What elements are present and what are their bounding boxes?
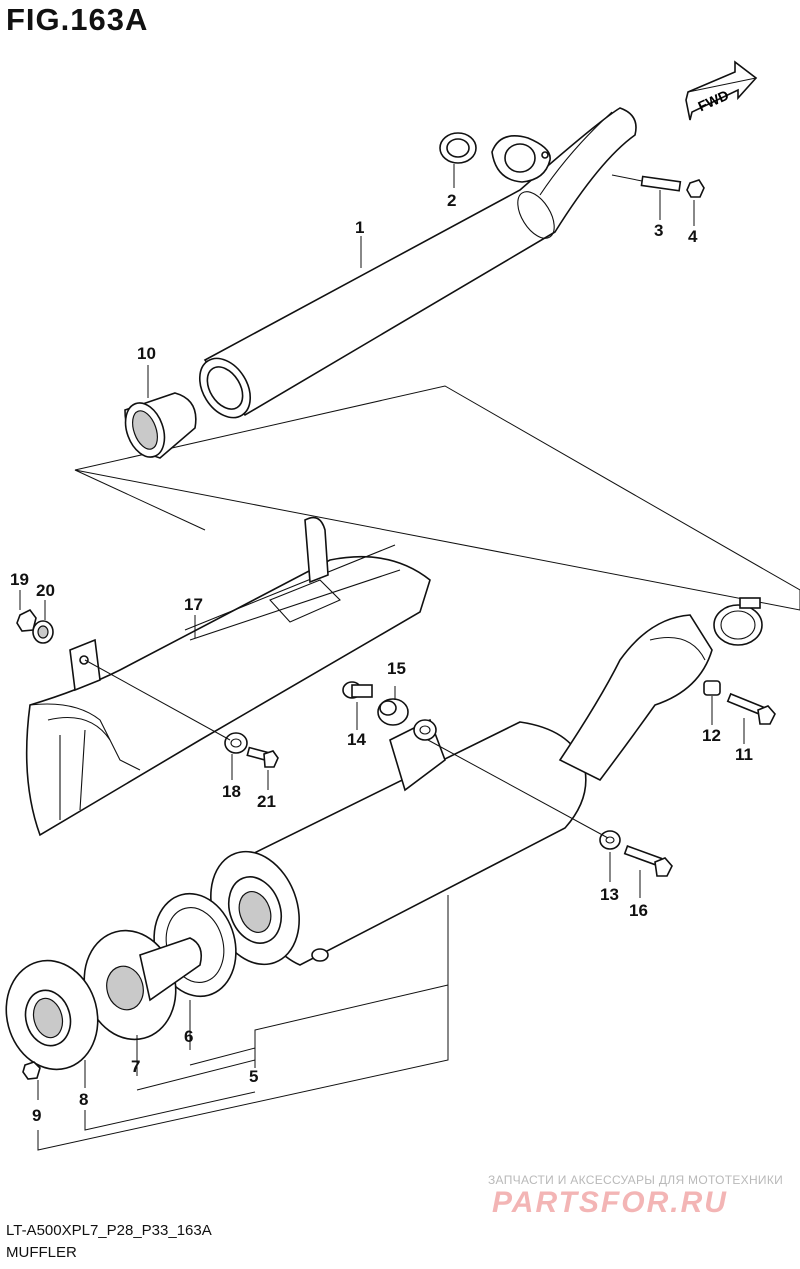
- callout-20: 20: [36, 581, 55, 600]
- callout-2: 2: [447, 191, 456, 210]
- watermark-site: PARTSFOR.RU: [492, 1186, 728, 1219]
- callout-4: 4: [688, 227, 698, 246]
- callout-10: 10: [137, 344, 156, 363]
- rubber-grommet: [377, 698, 409, 726]
- callout-13: 13: [600, 885, 619, 904]
- figure-code: LT-A500XPL7_P28_P33_163A: [6, 1222, 212, 1239]
- leader-lines: [19, 164, 745, 1151]
- fwd-arrow-icon: FWD: [685, 60, 758, 121]
- callout-6: 6: [184, 1027, 193, 1046]
- watermark-tagline: ЗАПЧАСТИ И АКСЕССУАРЫ ДЛЯ МОТОТЕХНИКИ: [488, 1173, 784, 1187]
- spark-arrestor: [83, 929, 203, 1041]
- callout-14: 14: [347, 730, 366, 749]
- figure-title: FIG.163A: [6, 2, 149, 37]
- cap-bolt: [22, 1061, 41, 1080]
- callout-numbers: 1 2 3 4 5 6 7 8 9 10 11 12 13 14 15 16 1…: [10, 191, 753, 1125]
- callout-21: 21: [257, 792, 276, 811]
- spacer-collar: [703, 680, 721, 696]
- callout-16: 16: [629, 901, 648, 920]
- pipe-sleeve: [124, 392, 197, 459]
- pipe-gasket: [439, 132, 551, 183]
- callout-15: 15: [387, 659, 406, 678]
- callout-17: 17: [184, 595, 203, 614]
- washer-13: [599, 830, 621, 850]
- callout-5: 5: [249, 1067, 258, 1086]
- flange-nut: [686, 179, 705, 198]
- callout-18: 18: [222, 782, 241, 801]
- collar-bushing: [342, 681, 373, 699]
- mount-bolt: [726, 692, 776, 725]
- callout-9: 9: [32, 1106, 41, 1125]
- bolt-16: [623, 845, 673, 877]
- exhaust-pipe: [198, 107, 637, 419]
- callout-11: 11: [735, 745, 753, 764]
- washer-18: [224, 732, 248, 754]
- end-cap: [5, 959, 99, 1071]
- assembly-frame: [74, 385, 800, 611]
- stud-bolt: [611, 174, 682, 192]
- callout-19: 19: [10, 570, 29, 589]
- callout-7: 7: [131, 1057, 140, 1076]
- bolt-21: [246, 746, 279, 768]
- callout-1: 1: [355, 218, 364, 237]
- callout-3: 3: [654, 221, 663, 240]
- pipe-clamp: [713, 597, 763, 646]
- heat-shield: [25, 516, 431, 837]
- shield-washer: [413, 719, 437, 741]
- figure-name: MUFFLER: [6, 1244, 77, 1261]
- callout-12: 12: [702, 726, 721, 745]
- callout-8: 8: [79, 1090, 88, 1109]
- bushing-20: [32, 620, 54, 644]
